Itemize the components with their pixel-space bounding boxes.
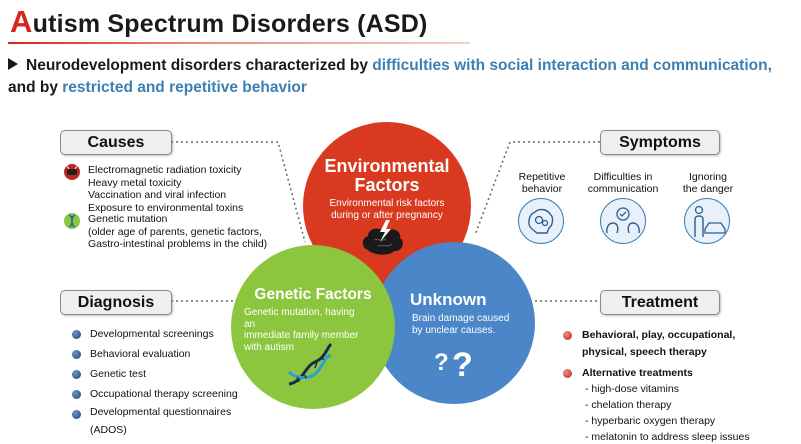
symptom-line: behavior xyxy=(521,183,563,195)
treatment-sub: - high-dose vitamins xyxy=(585,383,679,395)
diagnosis-item: Genetic test xyxy=(90,368,147,380)
subtitle-highlight2: restricted and repetitive behavior xyxy=(62,79,307,96)
treatment-main1: Behavioral, play, occupational, xyxy=(582,329,736,341)
question-marks-icon: ? ? xyxy=(434,346,473,378)
symptom-line: the danger xyxy=(682,183,734,195)
cause-item: Vaccination and viral infection xyxy=(88,189,227,202)
two-heads-speech-icon xyxy=(600,198,646,244)
genetic-desc: Genetic mutation, having an immediate fa… xyxy=(244,307,364,353)
unknown-desc: Brain damage caused by unclear causes. xyxy=(412,313,522,337)
cause-item: (older age of parents, genetic factors, xyxy=(88,225,262,238)
symptom-line: Repetitive xyxy=(518,171,566,183)
cause-item: Gastro-intestinal problems in the child) xyxy=(88,238,268,251)
unknown-desc-line: by unclear causes. xyxy=(412,325,496,336)
genetic-title: Genetic Factors xyxy=(254,286,372,303)
cause-item: Genetic mutation xyxy=(88,213,168,225)
person-car-icon xyxy=(684,198,730,244)
title-first-letter: A xyxy=(10,4,33,39)
page-title: Autism Spectrum Disorders (ASD) xyxy=(10,4,428,40)
unknown-title: Unknown xyxy=(410,290,487,309)
genetic-desc-line: with autism xyxy=(244,341,295,353)
symptoms-label: Symptoms xyxy=(600,130,720,155)
causes-label: Causes xyxy=(60,130,172,155)
treatment-sub: - hyperbaric oxygen therapy xyxy=(585,415,716,427)
diagnosis-item: Behavioral evaluation xyxy=(90,348,191,360)
diagnosis-label: Diagnosis xyxy=(60,290,172,315)
dna-icon xyxy=(64,213,80,229)
environmental-desc-line: Environmental risk factors xyxy=(329,198,445,209)
diagnosis-item: (ADOS) xyxy=(90,424,127,436)
title-underline xyxy=(8,42,470,44)
cause-item: Exposure to environmental toxins xyxy=(88,201,244,214)
subtitle: Neurodevelopment disorders characterized… xyxy=(8,55,798,99)
subtitle-part1: Neurodevelopment disorders characterized… xyxy=(26,57,373,74)
symptom-label-danger: Ignoring the danger xyxy=(673,171,743,195)
treatment-label: Treatment xyxy=(600,290,720,315)
diagnosis-item: Occupational therapy screening xyxy=(90,388,238,400)
environmental-title-line1: Environmental xyxy=(324,156,450,176)
bullet-icon xyxy=(563,369,572,378)
bullet-icon xyxy=(72,390,81,399)
subtitle-highlight1: difficulties with social interaction and… xyxy=(372,57,772,74)
causes-group2: Genetic mutation (older age of parents, … xyxy=(88,213,267,251)
unknown-circle xyxy=(373,242,535,404)
svg-text:?: ? xyxy=(434,349,449,376)
diagnosis-item: Developmental screenings xyxy=(90,328,214,340)
environmental-title-line2: Factors xyxy=(354,175,420,195)
environmental-desc-line: during or after pregnancy xyxy=(331,210,443,221)
cause-item: Electromagnetic radiation toxicity xyxy=(88,164,242,176)
cause-item: Heavy metal toxicity xyxy=(88,176,182,189)
treatment-sub: - chelation therapy xyxy=(585,399,672,411)
environmental-title: Environmental Factors xyxy=(310,157,464,195)
causes-group1: Electromagnetic radiation toxicity Heavy… xyxy=(88,164,243,214)
causes-connector xyxy=(171,141,306,243)
bullet-icon xyxy=(72,410,81,419)
symptom-line: communication xyxy=(587,183,659,195)
brain-gears-icon xyxy=(518,198,564,244)
radiation-icon xyxy=(64,164,80,180)
genetic-desc-line: Genetic mutation, having an xyxy=(244,307,355,330)
genetic-circle xyxy=(231,245,395,409)
title-rest: utism Spectrum Disorders (ASD) xyxy=(32,10,428,38)
symptom-label-repetitive: Repetitive behavior xyxy=(512,171,572,195)
symptom-label-communication: Difficulties in communication xyxy=(582,171,664,195)
genetic-desc-line: immediate family member xyxy=(244,330,359,341)
subtitle-part2: and by xyxy=(8,79,63,96)
environmental-desc: Environmental risk factors during or aft… xyxy=(310,198,464,222)
bullet-icon xyxy=(72,350,81,359)
triangle-bullet-icon xyxy=(8,58,18,70)
diagnosis-item: Developmental questionnaires xyxy=(90,406,232,418)
bullet-icon xyxy=(72,330,81,339)
symptom-line: Ignoring xyxy=(689,171,727,183)
svg-text:?: ? xyxy=(452,346,473,378)
symptom-line: Difficulties in xyxy=(593,171,653,183)
symptoms-connector xyxy=(474,141,630,236)
bullet-icon xyxy=(563,331,572,340)
brain-lightning-icon xyxy=(362,220,403,255)
bullet-icon xyxy=(72,370,81,379)
dna-helix-icon xyxy=(287,342,333,386)
treatment-main2: Alternative treatments xyxy=(582,367,693,379)
treatment-sub: - melatonin to address sleep issues xyxy=(585,431,750,443)
unknown-desc-line: Brain damage caused xyxy=(412,313,510,324)
treatment-main1b: physical, speech therapy xyxy=(582,346,707,358)
